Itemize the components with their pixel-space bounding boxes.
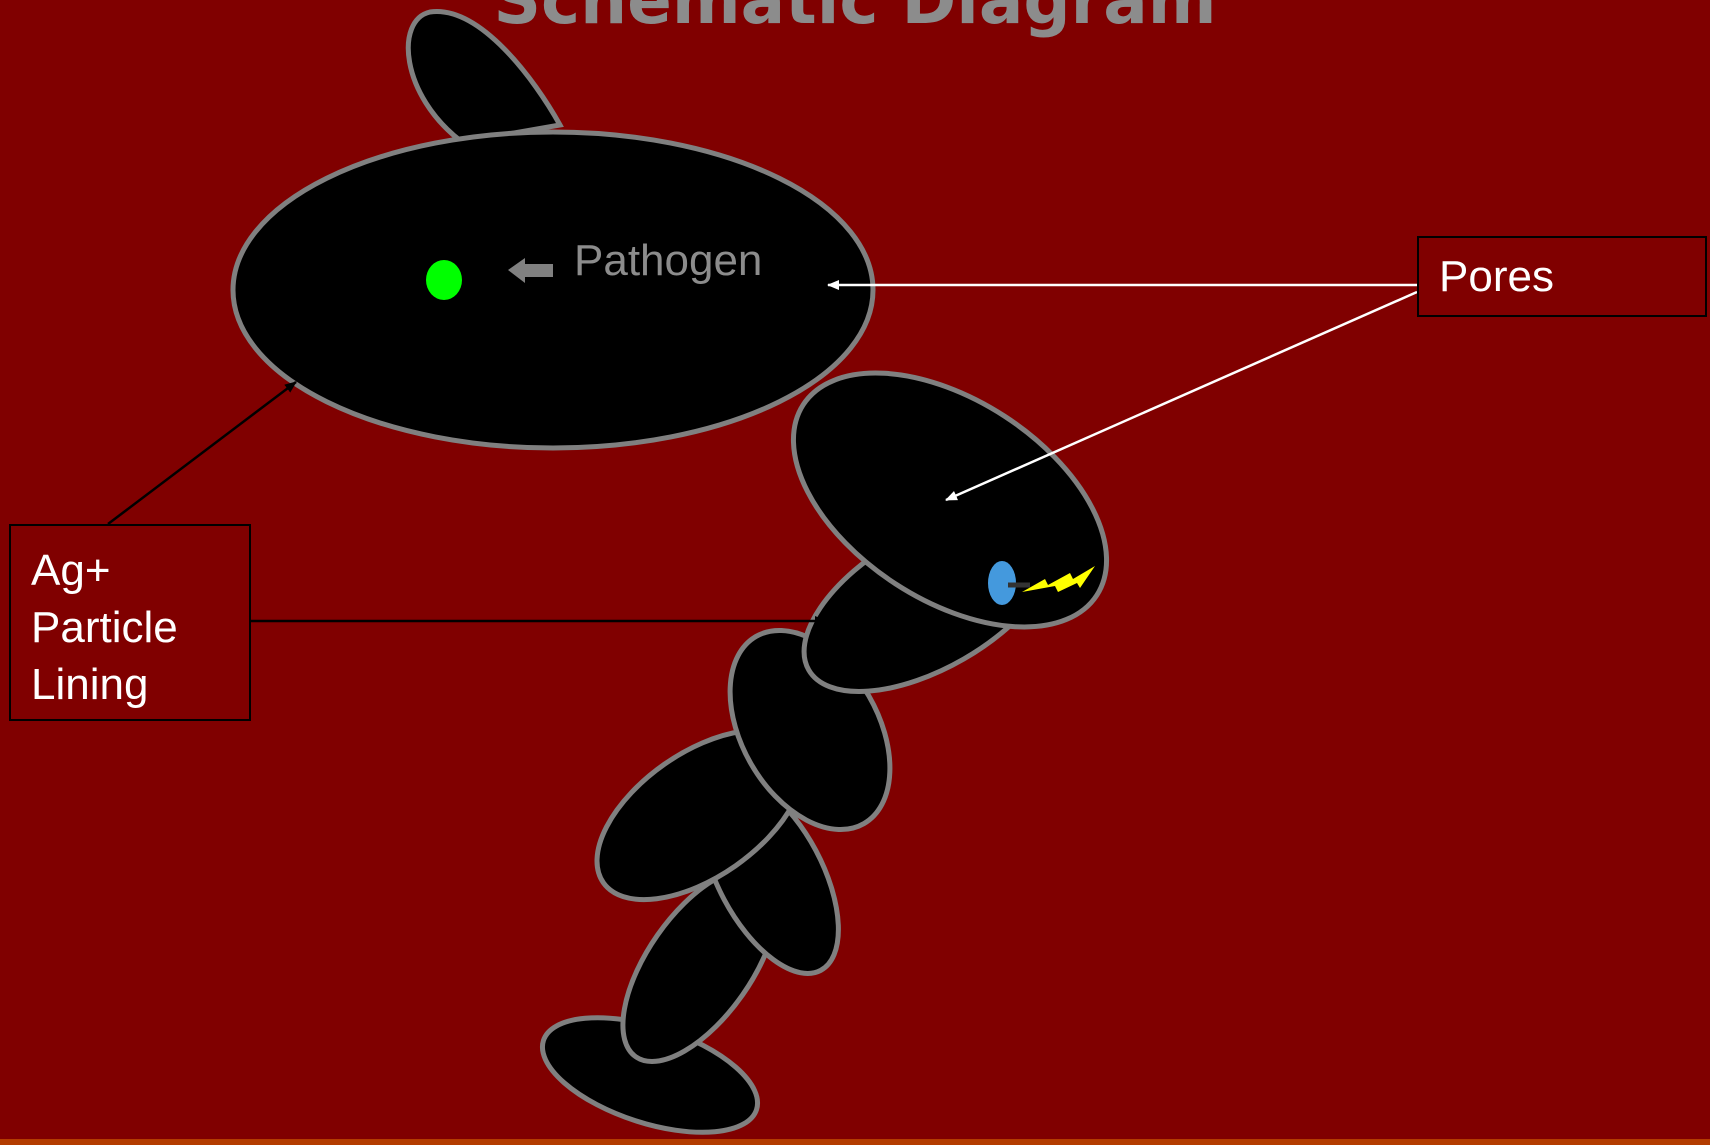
ag-arrow-top: [108, 382, 296, 524]
main-body: [233, 132, 873, 448]
pores-arrow-bottom: [946, 292, 1417, 500]
ag-label-line-2: Particle: [31, 599, 249, 656]
pathogen-label: Pathogen: [574, 236, 762, 286]
ag-particle-lining-callout: Ag+ Particle Lining: [9, 524, 251, 721]
ag-label-line-1: Ag+: [31, 542, 249, 599]
bottom-accent-bar: [0, 1139, 1710, 1145]
ag-label-line-3: Lining: [31, 656, 249, 713]
pores-callout: Pores: [1417, 236, 1707, 317]
pores-label: Pores: [1439, 252, 1554, 301]
pathogen-dot-icon: [426, 260, 462, 300]
horn: [408, 12, 560, 142]
